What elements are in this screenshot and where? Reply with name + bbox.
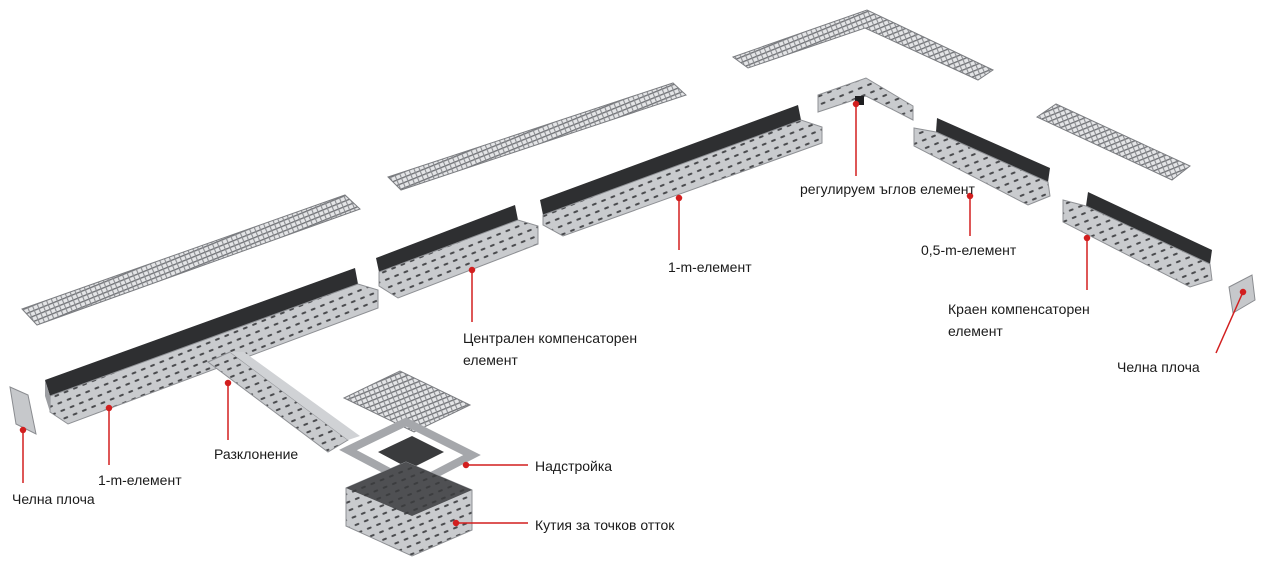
channel-end-compensator: [1062, 192, 1213, 288]
label-central-compensator: Централен компенсаторен елемент: [463, 330, 638, 368]
grating-right: [1035, 103, 1191, 181]
label-adjustable-corner: регулируем ъглов елемент: [800, 181, 975, 197]
grating-left: [21, 194, 361, 326]
label-superstructure: Надстройка: [535, 458, 613, 474]
channel-branch: [207, 351, 360, 453]
label-end-compensator: Краен компенсаторен елемент: [948, 301, 1090, 339]
channel-left: [45, 268, 379, 425]
channel-corner: [817, 77, 914, 121]
grating-middle: [387, 82, 687, 191]
leader-lines: [19, 100, 1247, 527]
end-plate-left: [9, 386, 37, 435]
point-drain-box: [345, 461, 473, 557]
grating-drain-box: [342, 370, 472, 433]
grating-corner: [731, 9, 995, 81]
label-element-half-meter: 0,5-m-елемент: [921, 242, 1017, 258]
label-point-drain-box: Кутия за точков отток: [535, 517, 675, 533]
channel-middle: [540, 105, 823, 237]
channel-half-meter: [913, 118, 1051, 206]
label-end-plate-left: Челна плоча: [12, 491, 95, 507]
label-end-plate-right: Челна плоча: [1117, 359, 1200, 375]
channel-central-compensator: [376, 205, 539, 299]
label-element-1m-left: 1-m-елемент: [98, 472, 182, 488]
label-element-1m-middle: 1-m-елемент: [668, 259, 752, 275]
label-branch: Разклонение: [214, 446, 299, 462]
